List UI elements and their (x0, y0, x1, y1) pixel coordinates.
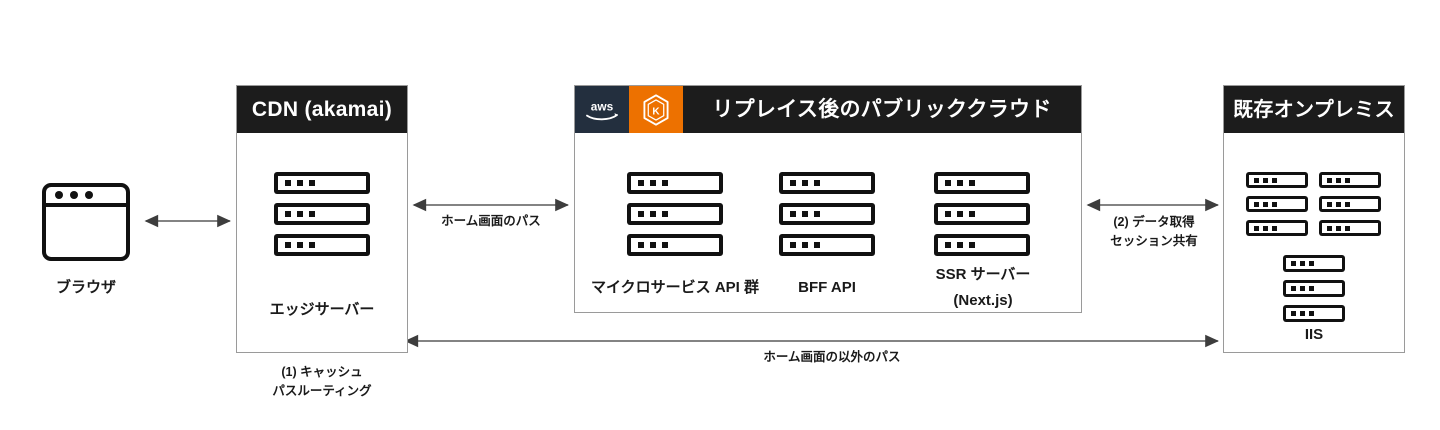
server-icon (934, 234, 1030, 256)
server-icon (1246, 220, 1308, 236)
kubernetes-hexagon-icon: K (629, 86, 683, 133)
svg-text:aws: aws (591, 99, 614, 113)
browser-dot-3 (85, 191, 93, 199)
bff-server-stack (779, 172, 875, 265)
server-icon (627, 234, 723, 256)
bff-label: BFF API (798, 279, 856, 296)
server-icon (779, 234, 875, 256)
server-icon (779, 172, 875, 194)
microservices-server-stack (627, 172, 723, 265)
ssr-label: SSR サーバー (935, 266, 1031, 283)
server-icon (779, 203, 875, 225)
zone-cloud-header: aws K リプレイス後のパブリッククラウド (575, 86, 1081, 133)
cdn-caption-line1: (1) キャッシュ (281, 365, 363, 379)
zone-cdn: CDN (akamai) (236, 85, 408, 353)
server-icon (627, 172, 723, 194)
browser-window-icon (42, 183, 130, 261)
onprem-server-stack-right (1319, 172, 1381, 244)
edge-label-cdn-cloud: ホーム画面のパス (441, 214, 541, 228)
server-icon (1319, 172, 1381, 188)
svg-text:K: K (652, 106, 660, 117)
server-icon (1283, 255, 1345, 272)
server-icon (1283, 280, 1345, 297)
microservices-label: マイクロサービス API 群 (590, 279, 760, 296)
onprem-server-stack-left (1246, 172, 1308, 244)
iis-label: IIS (1304, 326, 1324, 343)
server-icon (1246, 172, 1308, 188)
zone-cloud-title: リプレイス後のパブリッククラウド (712, 98, 1052, 121)
cdn-node-label: エッジサーバー (269, 301, 375, 318)
edge-label-cdn-onprem: ホーム画面の以外のパス (763, 350, 901, 364)
zone-onprem-header: 既存オンプレミス (1224, 86, 1404, 133)
browser-titlebar (46, 187, 126, 207)
server-icon (1319, 196, 1381, 212)
server-icon (1246, 196, 1308, 212)
edge-label-cloud-onprem-line1: (2) データ取得 (1113, 215, 1195, 229)
cdn-caption-line2: パスルーティング (272, 384, 372, 398)
browser-dot-2 (70, 191, 78, 199)
zone-cloud: aws K リプレイス後のパブリッククラウド (574, 85, 1082, 313)
ssr-label-line2: (Next.js) (953, 292, 1013, 309)
server-icon (1319, 220, 1381, 236)
server-icon (274, 172, 370, 194)
ssr-server-stack (934, 172, 1030, 265)
aws-logo-icon: aws (575, 86, 629, 133)
server-icon (1283, 305, 1345, 322)
cdn-server-stack (274, 172, 370, 265)
zone-cdn-header: CDN (akamai) (237, 86, 407, 133)
server-icon (274, 234, 370, 256)
edge-label-cloud-onprem-line2: セッション共有 (1110, 234, 1198, 248)
zone-onprem-title: 既存オンプレミス (1233, 98, 1395, 121)
server-icon (934, 172, 1030, 194)
zone-cdn-title: CDN (akamai) (251, 98, 393, 121)
iis-server-stack (1283, 255, 1345, 330)
server-icon (627, 203, 723, 225)
server-icon (274, 203, 370, 225)
browser-dot-1 (55, 191, 63, 199)
browser-label: ブラウザ (55, 279, 116, 296)
server-icon (934, 203, 1030, 225)
